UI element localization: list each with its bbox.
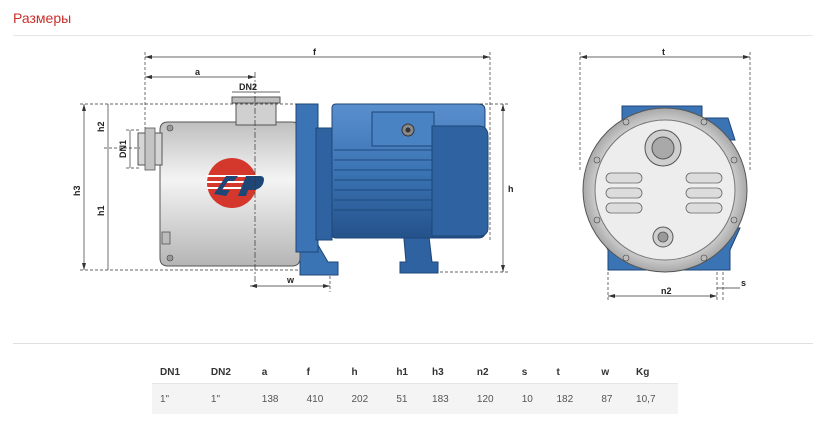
col-header-dn1: DN1 (160, 367, 181, 378)
col-header-w: w (601, 367, 610, 378)
cell-h: 202 (343, 383, 389, 414)
cell-kg: 10,7 (628, 383, 678, 414)
col-header-h1: h1 (396, 367, 408, 378)
pump-dimension-drawing: f a DN2 h2 DN1 h3 h1 h w (72, 47, 751, 302)
cell-t: 182 (548, 383, 594, 414)
label-a: a (195, 67, 201, 77)
front-view: t n2 s (579, 47, 751, 302)
label-s: s (741, 278, 746, 288)
col-header-n2: n2 (476, 367, 489, 378)
label-w: w (286, 275, 295, 285)
label-h3: h3 (72, 185, 82, 196)
col-header-s: s (521, 367, 528, 378)
cell-f: 410 (298, 383, 344, 414)
label-f: f (313, 47, 317, 57)
divider-middle (13, 343, 813, 344)
cell-h1: 51 (388, 383, 425, 414)
col-header-dn2: DN2 (210, 367, 231, 378)
label-dn1: DN1 (118, 140, 128, 158)
cell-w: 87 (593, 383, 629, 414)
cell-h3: 183 (424, 383, 469, 414)
col-header-f: f (306, 367, 310, 378)
dimensions-table: DN1 DN2 a f h h1 h3 n2 s t w Kg 1" 1" 13… (152, 362, 678, 414)
col-header-h: h (351, 367, 358, 378)
cell-s: 10 (513, 383, 549, 414)
col-header-a: a (261, 367, 268, 378)
cell-a: 138 (253, 383, 299, 414)
label-dn2: DN2 (239, 82, 257, 92)
label-h2: h2 (96, 121, 106, 132)
label-h: h (508, 184, 514, 194)
table-header-row: DN1 DN2 a f h h1 h3 n2 s t w Kg (152, 362, 678, 384)
brand-logo (207, 158, 264, 208)
divider-top (13, 35, 813, 36)
col-header-t: t (556, 367, 560, 378)
col-header-kg: Kg (636, 367, 650, 378)
col-header-h3: h3 (432, 367, 444, 378)
cell-dn2: 1" (202, 383, 254, 414)
cell-dn1: 1" (152, 383, 203, 414)
side-view: f a DN2 h2 DN1 h3 h1 h w (72, 47, 514, 292)
table-row: 1" 1" 138 410 202 51 183 120 10 182 87 1… (152, 383, 678, 414)
label-h1: h1 (96, 205, 106, 216)
label-t: t (662, 47, 665, 57)
label-n2: n2 (661, 286, 672, 296)
cell-n2: 120 (468, 383, 514, 414)
section-title: Размеры (13, 10, 72, 26)
